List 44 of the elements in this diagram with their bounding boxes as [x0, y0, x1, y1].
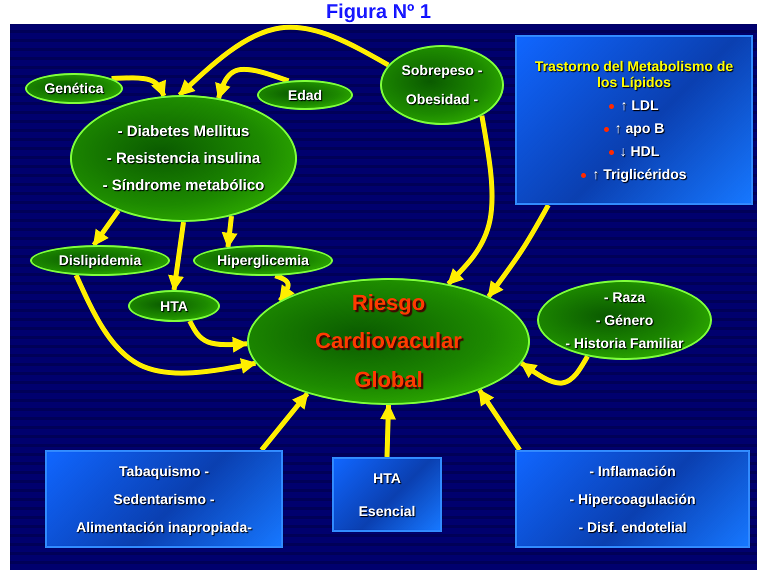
- node-label: - Diabetes Mellitus: [118, 122, 250, 140]
- node-label: Sedentarismo -: [113, 490, 215, 508]
- list-item: ↓ HDL: [620, 143, 660, 160]
- node-label: HTA: [160, 298, 188, 314]
- box-heading: Trastorno del Metabolismo de los Lípidos: [534, 58, 734, 90]
- arrow: [168, 222, 186, 292]
- arrow: [178, 24, 390, 97]
- list-item: ↑ Triglicéridos: [592, 166, 687, 182]
- node-label: Alimentación inapropiada-: [76, 519, 252, 536]
- node-label: - Síndrome metabólico: [102, 177, 264, 194]
- node-label: HTA Esencial: [358, 469, 416, 520]
- list-item: ↑ apo B: [614, 120, 664, 136]
- arrow: [215, 66, 290, 100]
- list-item: ↑ LDL: [620, 96, 659, 113]
- node-label: - Hipercoagulación: [569, 490, 696, 508]
- rect-node: [45, 450, 283, 548]
- arrow: [446, 115, 495, 286]
- figure-title: Figura Nº 1: [324, 0, 432, 24]
- arrow: [380, 403, 396, 458]
- arrow: [486, 204, 550, 298]
- node-label: - Resistencia insulina: [106, 150, 260, 168]
- arrow: [74, 274, 258, 376]
- rect-node: [515, 35, 753, 205]
- arrow: [188, 320, 249, 353]
- node-label: Genética: [44, 80, 104, 97]
- node-label: - Inflamación: [589, 462, 676, 479]
- node-label: - Historia Familiar: [565, 335, 684, 352]
- arrow: [477, 388, 522, 452]
- node-label: Edad: [288, 86, 322, 104]
- node-label: Hiperglicemia: [217, 252, 309, 269]
- node-label: - Disf. endotelial: [578, 519, 687, 536]
- arrow: [260, 392, 310, 452]
- arrow: [111, 75, 166, 98]
- node-label: - Género: [596, 312, 654, 328]
- node-title: Riesgo Cardiovacular Global: [314, 288, 463, 394]
- node-label: - Raza: [604, 288, 646, 305]
- rect-node: [515, 450, 750, 548]
- rect-node: [332, 457, 442, 532]
- arrow: [274, 273, 295, 302]
- node-label: Dislipidemia: [58, 252, 142, 269]
- node-label: Sobrepeso - Obesidad -: [400, 60, 484, 109]
- arrow: [520, 355, 590, 386]
- node-label: Tabaquismo -: [119, 462, 209, 479]
- arrow: [92, 209, 120, 246]
